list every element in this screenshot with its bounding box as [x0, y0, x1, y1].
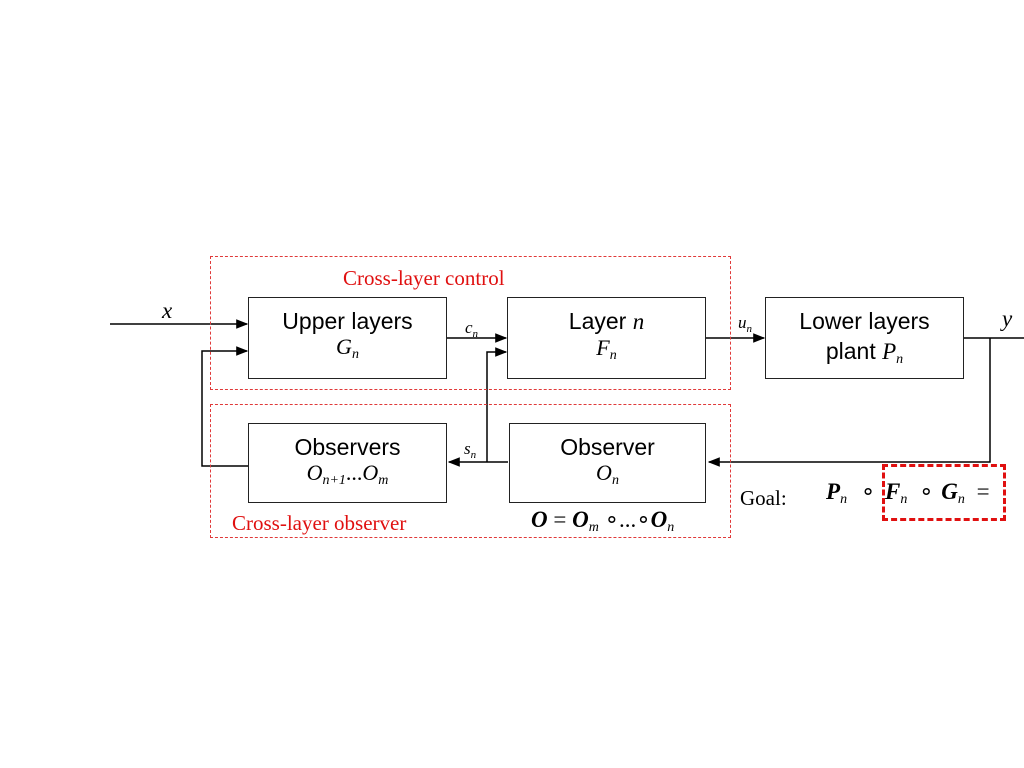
- layer-n-title: Layer n: [568, 308, 645, 334]
- observer-block: Observer On: [509, 423, 706, 503]
- signal-sn-label: sn: [464, 439, 477, 461]
- upper-layers-symbol: Gn: [336, 334, 359, 362]
- layer-n-symbol: Fn: [596, 335, 617, 363]
- cross-layer-control-label: Cross-layer control: [343, 266, 505, 290]
- sn-to-layer-wire: [486, 347, 508, 462]
- cross-layer-control-region: [210, 256, 731, 390]
- cross-layer-observer-region: [210, 404, 731, 538]
- layer-n-block: Layer n Fn: [507, 297, 706, 379]
- cross-layer-observer-label: Cross-layer observer: [232, 511, 407, 535]
- observer-title: Observer: [560, 434, 655, 460]
- upper-layers-title: Upper layers: [282, 308, 413, 334]
- lower-layers-plant-block: Lower layers plant Pn: [765, 297, 964, 379]
- lower-layers-title: Lower layers: [799, 308, 930, 334]
- observers-feedback-wire: [201, 346, 249, 467]
- y-feedback-wire: [707, 338, 991, 467]
- observer-symbol: On: [596, 460, 619, 488]
- lower-layers-plant-label: plant Pn: [825, 338, 904, 367]
- signal-x-label: x: [162, 298, 173, 323]
- observer-composition-equation: O = Om ∘...∘On: [531, 507, 675, 535]
- goal-label: Goal:: [740, 486, 787, 510]
- goal-equation: Pn ∘ Fn ∘ Gn =: [826, 479, 990, 507]
- signal-un-label: un: [738, 313, 752, 335]
- signal-y-label: y: [1002, 306, 1013, 331]
- observers-symbol: On+1...Om: [306, 460, 389, 488]
- upper-layers-block: Upper layers Gn: [248, 297, 447, 379]
- signal-cn-label: cn: [465, 318, 479, 340]
- observers-block: Observers On+1...Om: [248, 423, 447, 503]
- observers-title: Observers: [294, 434, 401, 460]
- goal-highlight-box: [882, 464, 1006, 521]
